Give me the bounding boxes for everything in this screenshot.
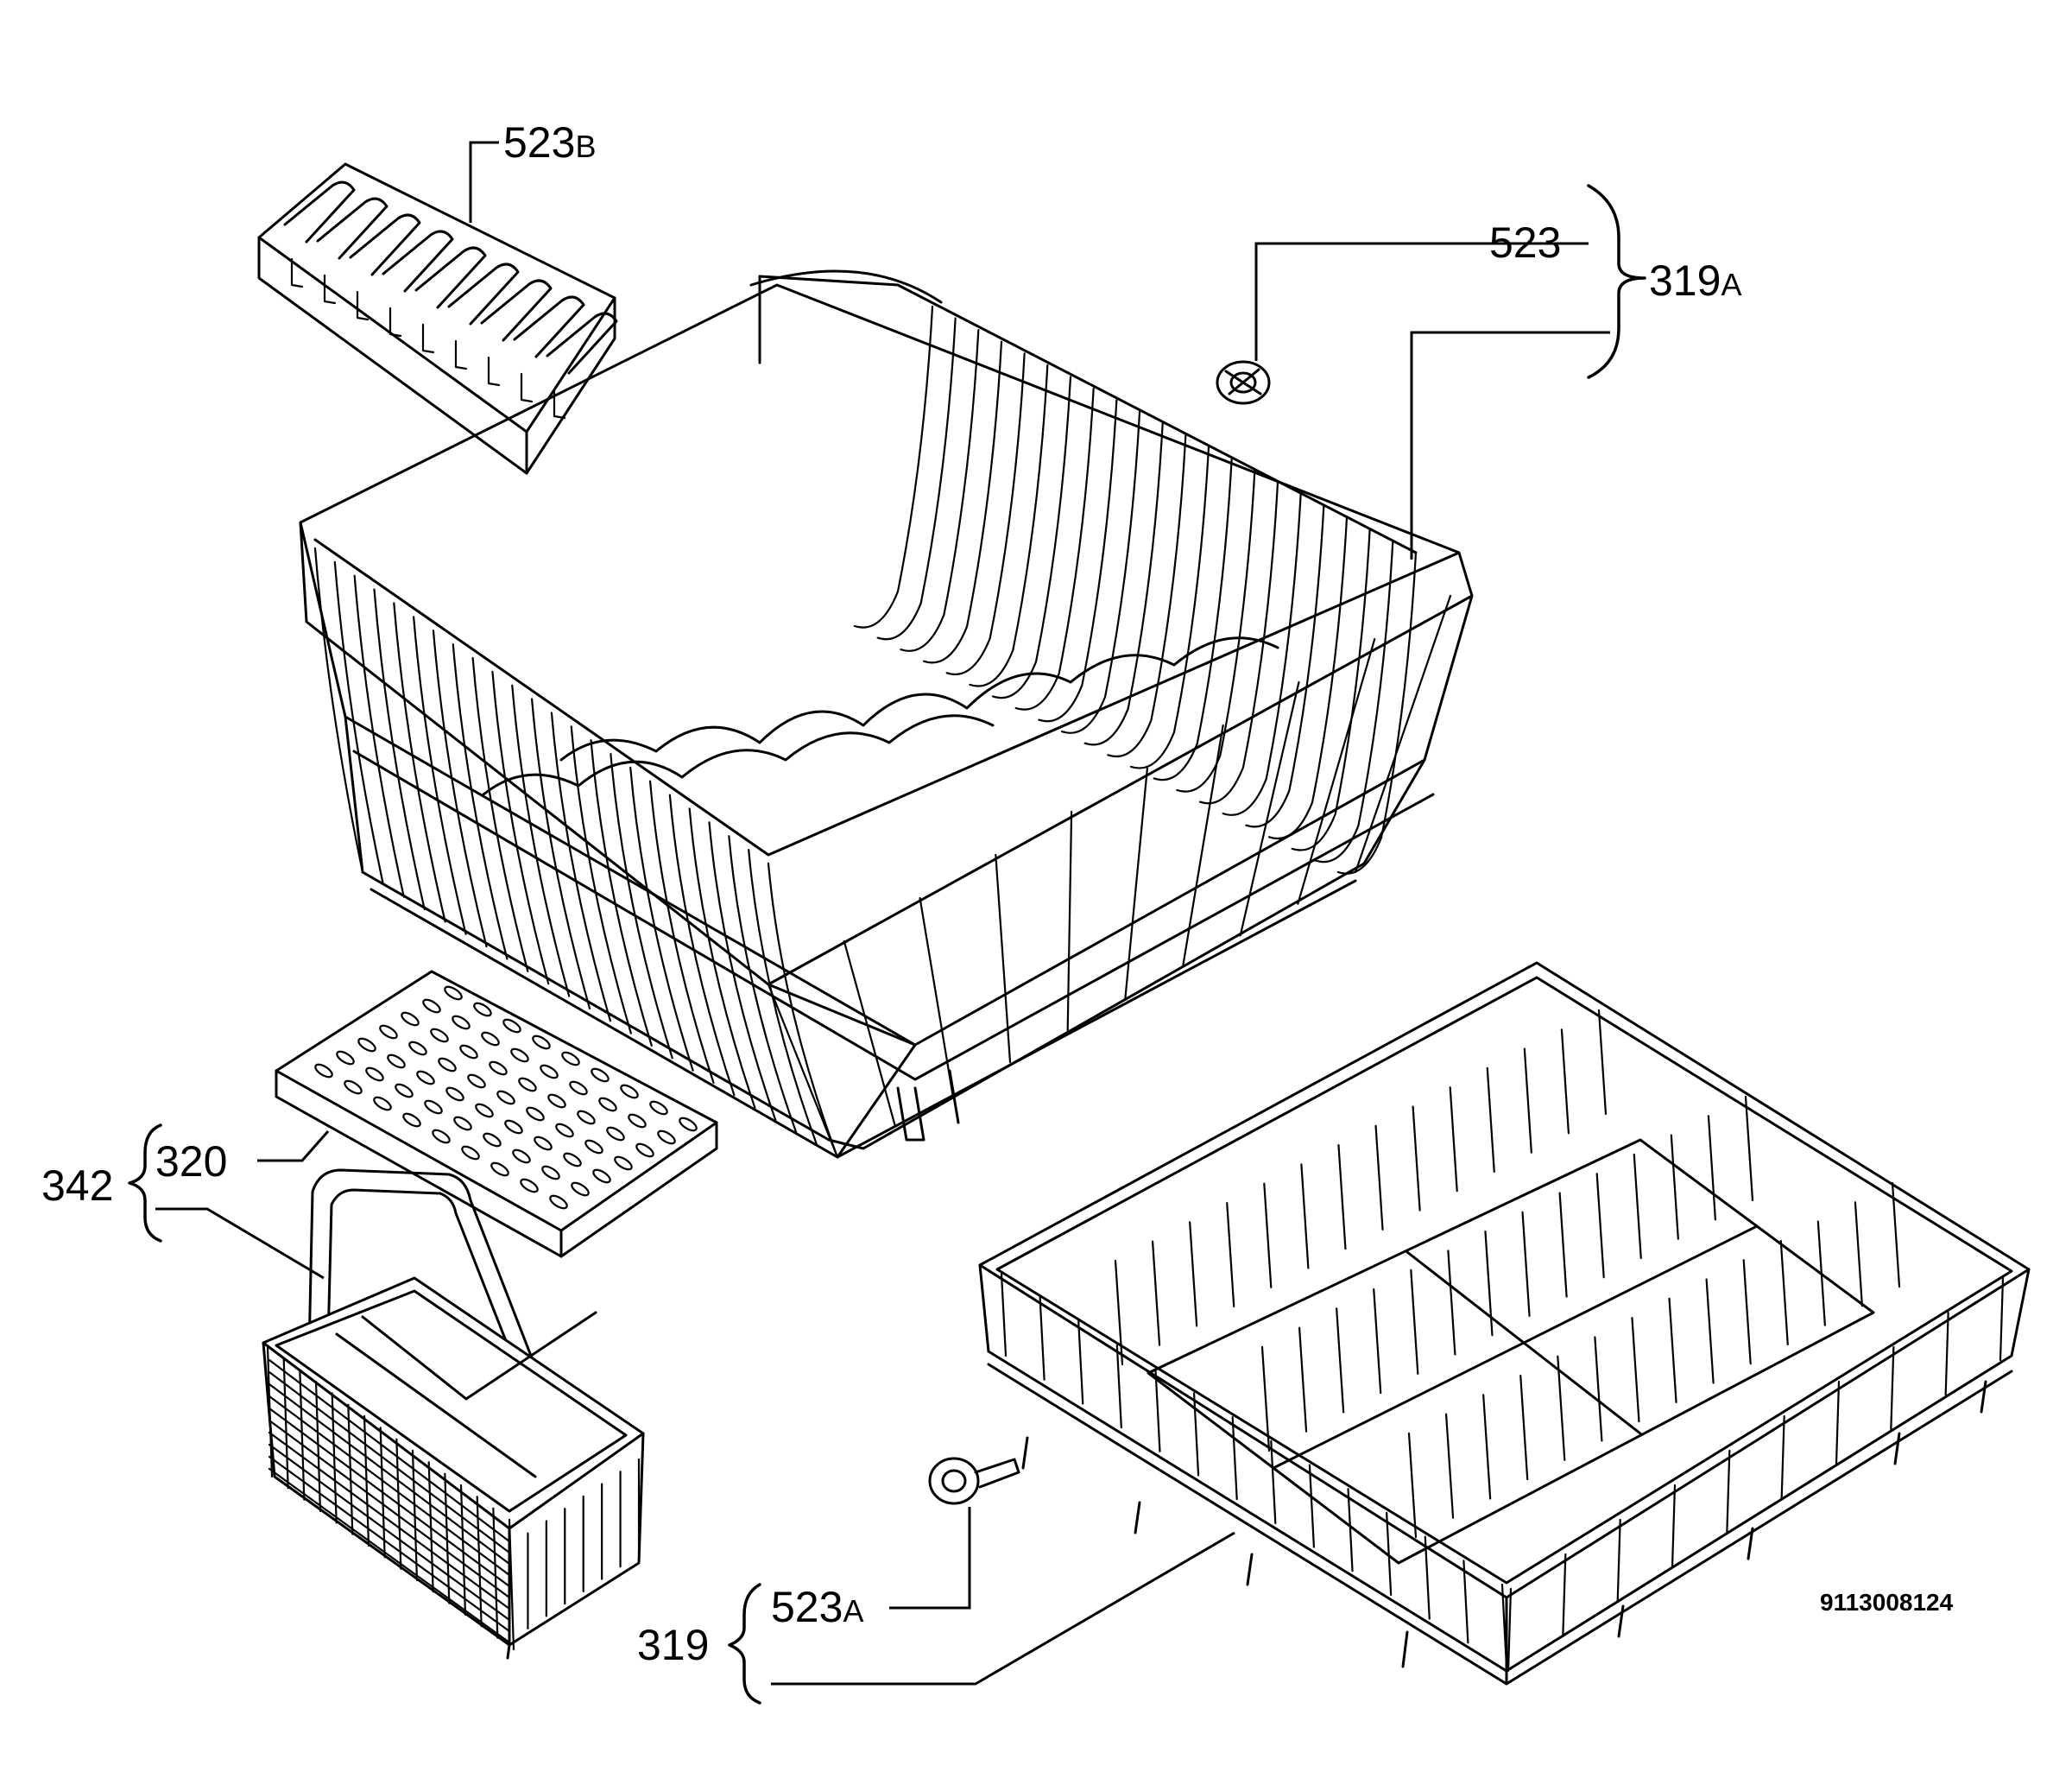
- upper-basket: [299, 269, 1474, 1159]
- upper-wheel-523: [1216, 360, 1271, 405]
- lower-wheel-523a: [928, 1457, 1020, 1505]
- cutlery-grid-320: [275, 970, 718, 1258]
- cup-rack-523b: [257, 162, 618, 475]
- label-523: 523: [1489, 218, 1561, 267]
- label-319: 319: [637, 1621, 709, 1669]
- leaders: [128, 141, 1646, 1705]
- label-523a: 523A: [771, 1583, 863, 1631]
- reference-number: 9113008124: [1820, 1589, 1954, 1616]
- label-319a: 319A: [1649, 256, 1741, 305]
- label-320: 320: [155, 1137, 227, 1186]
- label-523b: 523B: [503, 118, 596, 167]
- cutlery-basket-342: [262, 1168, 645, 1660]
- callout-labels: 523B 523 319A 342 320 523A 319 911300812…: [41, 118, 1954, 1669]
- lower-basket: [978, 961, 2031, 1686]
- label-342: 342: [41, 1161, 113, 1210]
